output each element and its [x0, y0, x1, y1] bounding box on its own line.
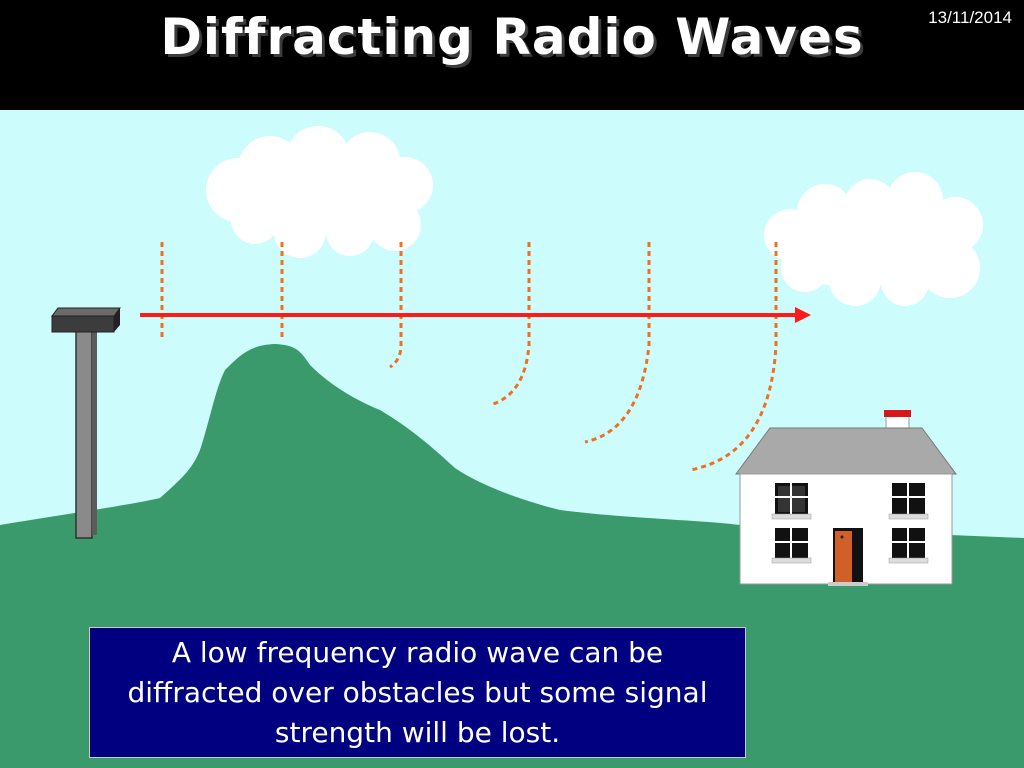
wavefront-4 — [489, 242, 531, 407]
wave-arrow-icon — [140, 307, 811, 323]
wavefronts — [160, 242, 778, 472]
wavefront-5 — [584, 242, 651, 444]
slide-header: Diffracting Radio Waves 13/11/2014 — [0, 0, 1024, 110]
wavefront-3 — [389, 242, 403, 369]
caption-box: A low frequency radio wave can be diffra… — [89, 627, 746, 758]
slide-title: Diffracting Radio Waves — [160, 8, 864, 66]
transmitter-mast-icon — [51, 307, 121, 539]
cloud-left-icon — [206, 126, 433, 258]
slide-date: 13/11/2014 — [928, 8, 1012, 27]
wavefront-6 — [689, 242, 778, 472]
house-icon — [735, 410, 957, 586]
cloud-right-icon — [764, 172, 983, 306]
